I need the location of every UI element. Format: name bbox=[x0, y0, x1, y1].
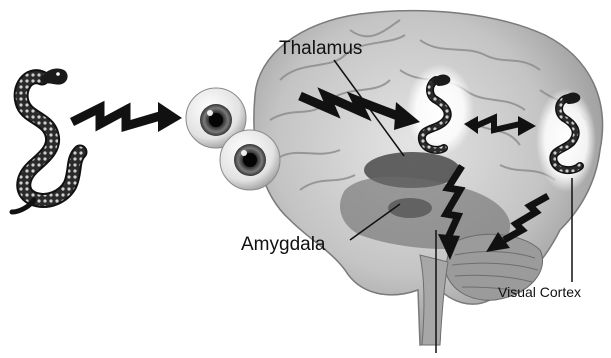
eye-icon bbox=[220, 130, 280, 190]
brainstem bbox=[420, 255, 448, 345]
zigzag-arrow-icon bbox=[72, 102, 182, 132]
amygdala-label: Amygdala bbox=[241, 234, 326, 256]
snake-icon bbox=[12, 68, 80, 212]
thalamus-label: Thalamus bbox=[279, 38, 362, 60]
visual-cortex-label: Visual Cortex bbox=[498, 284, 581, 300]
cortex-snake-halo bbox=[536, 88, 596, 192]
